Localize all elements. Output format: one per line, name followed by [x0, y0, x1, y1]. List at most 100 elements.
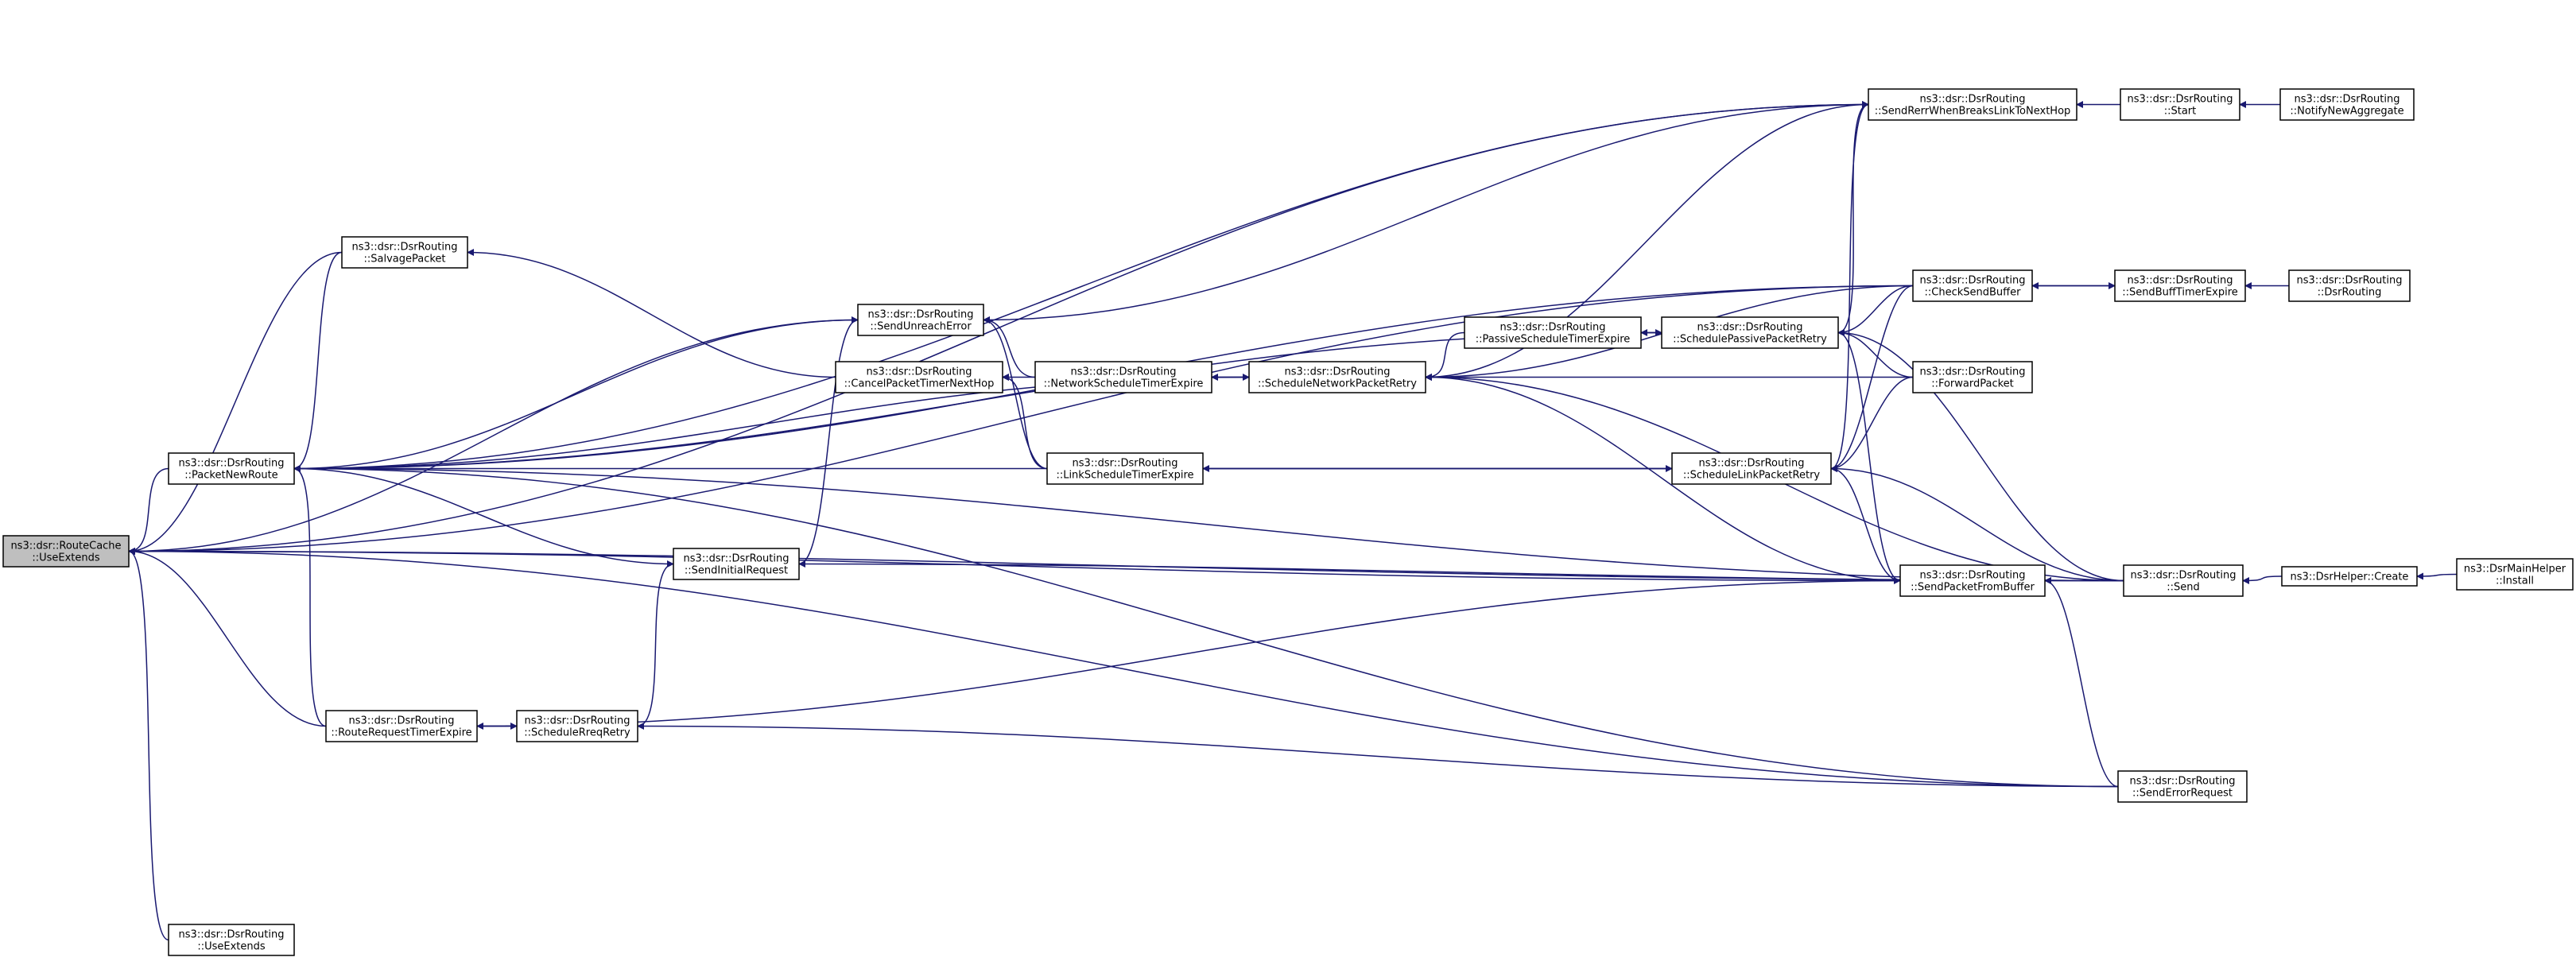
edge-salvage-packet-to-use-extends-cache: [128, 251, 343, 555]
node-label-line: ns3::dsr::DsrRouting: [1500, 322, 1606, 334]
node-use-extends-routing[interactable]: ns3::dsr::DsrRouting::UseExtends: [168, 924, 295, 956]
node-box: [2123, 564, 2244, 597]
node-label-line: ns3::dsr::DsrRouting: [2295, 94, 2400, 106]
node-label-line: ns3::dsr::DsrRouting: [1699, 458, 1805, 470]
node-label-line: ns3::dsr::DsrRouting: [1071, 366, 1177, 378]
node-label-line: ns3::DsrMainHelper: [2464, 564, 2566, 575]
node-send-initial-request[interactable]: ns3::dsr::DsrRouting::SendInitialRequest: [673, 548, 800, 580]
node-send-packet-from-buffer[interactable]: ns3::dsr::DsrRouting::SendPacketFromBuff…: [1899, 564, 2046, 597]
node-label-line: ns3::dsr::DsrRouting: [525, 715, 630, 727]
node-link-schedule-timer-expire[interactable]: ns3::dsr::DsrRouting::LinkScheduleTimerE…: [1046, 452, 1204, 485]
node-label-line: ns3::dsr::RouteCache: [10, 541, 121, 552]
node-label-line: ::DsrRouting: [2318, 287, 2382, 299]
edge-layer: [128, 101, 2458, 941]
node-label-line: ::ScheduleLinkPacketRetry: [1683, 470, 1821, 482]
edge-send-to-packet-new-route: [293, 465, 2124, 582]
node-label-line: ::RouteRequestTimerExpire: [331, 727, 471, 739]
edge-send-initial-request-to-packet-new-route: [293, 465, 674, 565]
edge-passive-schedule-timer-expire-to-schedule-network-packet-retry: [1425, 331, 1465, 381]
edge-send-unreach-error-to-use-extends-cache: [128, 319, 859, 555]
node-label-line: ns3::dsr::DsrRouting: [868, 309, 974, 321]
node-use-extends-cache[interactable]: ns3::dsr::RouteCache::UseExtends: [2, 535, 130, 568]
node-label-line: ns3::dsr::DsrRouting: [1697, 322, 1803, 334]
node-forward-packet[interactable]: ns3::dsr::DsrRouting::ForwardPacket: [1912, 361, 2033, 393]
node-box: [1046, 452, 1204, 485]
node-box: [673, 548, 800, 580]
node-dsr-main-helper-install[interactable]: ns3::DsrMainHelper::Install: [2456, 558, 2574, 591]
edge-forward-packet-to-schedule-passive-packet-retry: [1837, 329, 1914, 378]
node-box: [2288, 269, 2411, 302]
node-send-buff-timer-expire[interactable]: ns3::dsr::DsrRouting::SendBuffTimerExpir…: [2114, 269, 2246, 302]
edge-send-unreach-error-to-packet-new-route: [293, 319, 859, 472]
edge-send-to-schedule-link-packet-retry: [1830, 465, 2124, 582]
node-schedule-rreq-retry[interactable]: ns3::dsr::DsrRouting::ScheduleRreqRetry: [516, 710, 638, 742]
node-box: [1248, 361, 1426, 393]
node-label-line: ::CheckSendBuffer: [1925, 287, 2022, 299]
node-label-line: ::ScheduleRreqRetry: [524, 727, 630, 739]
node-label-line: ns3::dsr::DsrRouting: [2128, 275, 2233, 287]
node-label-line: ns3::dsr::DsrRouting: [179, 458, 285, 470]
node-route-request-timer-expire[interactable]: ns3::dsr::DsrRouting::RouteRequestTimerE…: [325, 710, 478, 742]
node-start[interactable]: ns3::dsr::DsrRouting::Start: [2120, 88, 2240, 121]
node-box: [2281, 566, 2418, 587]
edge-packet-new-route-to-use-extends-cache: [128, 467, 169, 555]
node-send[interactable]: ns3::dsr::DsrRouting::Send: [2123, 564, 2244, 597]
node-label-line: ::NetworkScheduleTimerExpire: [1044, 378, 1204, 390]
node-packet-new-route[interactable]: ns3::dsr::DsrRouting::PacketNewRoute: [168, 452, 295, 485]
node-box: [1661, 316, 1839, 349]
edge-send-rerr-when-breaks-link-to-next-hop-to-packet-new-route: [293, 103, 1869, 472]
node-notify-new-aggregate[interactable]: ns3::dsr::DsrRouting::NotifyNewAggregate: [2279, 88, 2415, 121]
node-box: [2120, 88, 2240, 121]
node-send-rerr-when-breaks-link-to-next-hop[interactable]: ns3::dsr::DsrRouting::SendRerrWhenBreaks…: [1868, 88, 2077, 121]
node-send-error-request[interactable]: ns3::dsr::DsrRouting::SendErrorRequest: [2117, 770, 2248, 803]
node-label-line: ::Send: [2167, 582, 2200, 594]
node-box: [835, 361, 1003, 393]
node-label-line: ::SendInitialRequest: [685, 565, 788, 577]
node-label-line: ::SendPacketFromBuffer: [1911, 582, 2035, 594]
node-box: [2, 535, 130, 568]
node-label-line: ::SendRerrWhenBreaksLinkToNextHop: [1875, 106, 2071, 118]
node-label-line: ns3::dsr::DsrRouting: [1920, 275, 2026, 287]
node-schedule-link-packet-retry[interactable]: ns3::dsr::DsrRouting::ScheduleLinkPacket…: [1671, 452, 1832, 485]
node-schedule-network-packet-retry[interactable]: ns3::dsr::DsrRouting::ScheduleNetworkPac…: [1248, 361, 1426, 393]
node-network-schedule-timer-expire[interactable]: ns3::dsr::DsrRouting::NetworkScheduleTim…: [1034, 361, 1212, 393]
node-label-line: ::LinkScheduleTimerExpire: [1056, 470, 1193, 482]
node-passive-schedule-timer-expire[interactable]: ns3::dsr::DsrRouting::PassiveScheduleTim…: [1464, 316, 1642, 349]
edge-schedule-link-packet-retry-to-send-rerr-when-breaks-link-to-next-hop: [1830, 101, 1869, 470]
edge-route-request-timer-expire-to-packet-new-route: [293, 465, 327, 727]
node-label-line: ::ScheduleNetworkPacketRetry: [1258, 378, 1417, 390]
edge-cancel-packet-timer-next-hop-to-salvage-packet: [467, 249, 836, 378]
edge-link-schedule-timer-expire-to-send-unreach-error: [983, 316, 1048, 470]
node-label-line: ns3::DsrHelper::Create: [2291, 572, 2409, 583]
node-label-line: ns3::dsr::DsrRouting: [1073, 458, 1178, 470]
node-dsr-helper-create[interactable]: ns3::DsrHelper::Create: [2281, 566, 2418, 587]
node-label-line: ::SchedulePassivePacketRetry: [1673, 334, 1827, 346]
edge-send-to-schedule-passive-packet-retry: [1837, 329, 2124, 582]
node-box: [1899, 564, 2046, 597]
node-label-line: ::SendBuffTimerExpire: [2122, 287, 2238, 299]
edge-send-error-request-to-send-packet-from-buffer: [2044, 577, 2119, 788]
edge-send-packet-from-buffer-to-use-extends-cache: [128, 548, 1901, 582]
node-cancel-packet-timer-next-hop[interactable]: ns3::dsr::DsrRouting::CancelPacketTimerN…: [835, 361, 1003, 393]
edge-send-error-request-to-packet-new-route: [293, 465, 2119, 788]
node-send-unreach-error[interactable]: ns3::dsr::DsrRouting::SendUnreachError: [857, 304, 984, 336]
node-box: [1464, 316, 1642, 349]
node-label-line: ns3::dsr::DsrRouting: [2297, 275, 2403, 287]
node-salvage-packet[interactable]: ns3::dsr::DsrRouting::SalvagePacket: [341, 236, 468, 269]
node-dsr-routing[interactable]: ns3::dsr::DsrRouting::DsrRouting: [2288, 269, 2411, 302]
node-label-line: ::ForwardPacket: [1931, 378, 2014, 390]
node-label-line: ns3::dsr::DsrRouting: [1920, 366, 2026, 378]
edge-schedule-network-packet-retry-to-send-rerr-when-breaks-link-to-next-hop: [1425, 101, 1869, 378]
edge-route-request-timer-expire-to-use-extends-cache: [128, 548, 327, 727]
edge-send-packet-from-buffer-to-schedule-passive-packet-retry: [1837, 329, 1901, 582]
node-layer: ns3::dsr::RouteCache::UseExtendsns3::dsr…: [2, 88, 2574, 956]
node-check-send-buffer[interactable]: ns3::dsr::DsrRouting::CheckSendBuffer: [1912, 269, 2033, 302]
node-label-line: ns3::dsr::DsrRouting: [352, 242, 458, 254]
node-label-line: ns3::dsr::DsrRouting: [867, 366, 972, 378]
node-label-line: ns3::dsr::DsrRouting: [684, 553, 789, 565]
node-schedule-passive-packet-retry[interactable]: ns3::dsr::DsrRouting::SchedulePassivePac…: [1661, 316, 1839, 349]
node-label-line: ns3::dsr::DsrRouting: [1285, 366, 1391, 378]
node-box: [2117, 770, 2248, 803]
node-box: [341, 236, 468, 269]
